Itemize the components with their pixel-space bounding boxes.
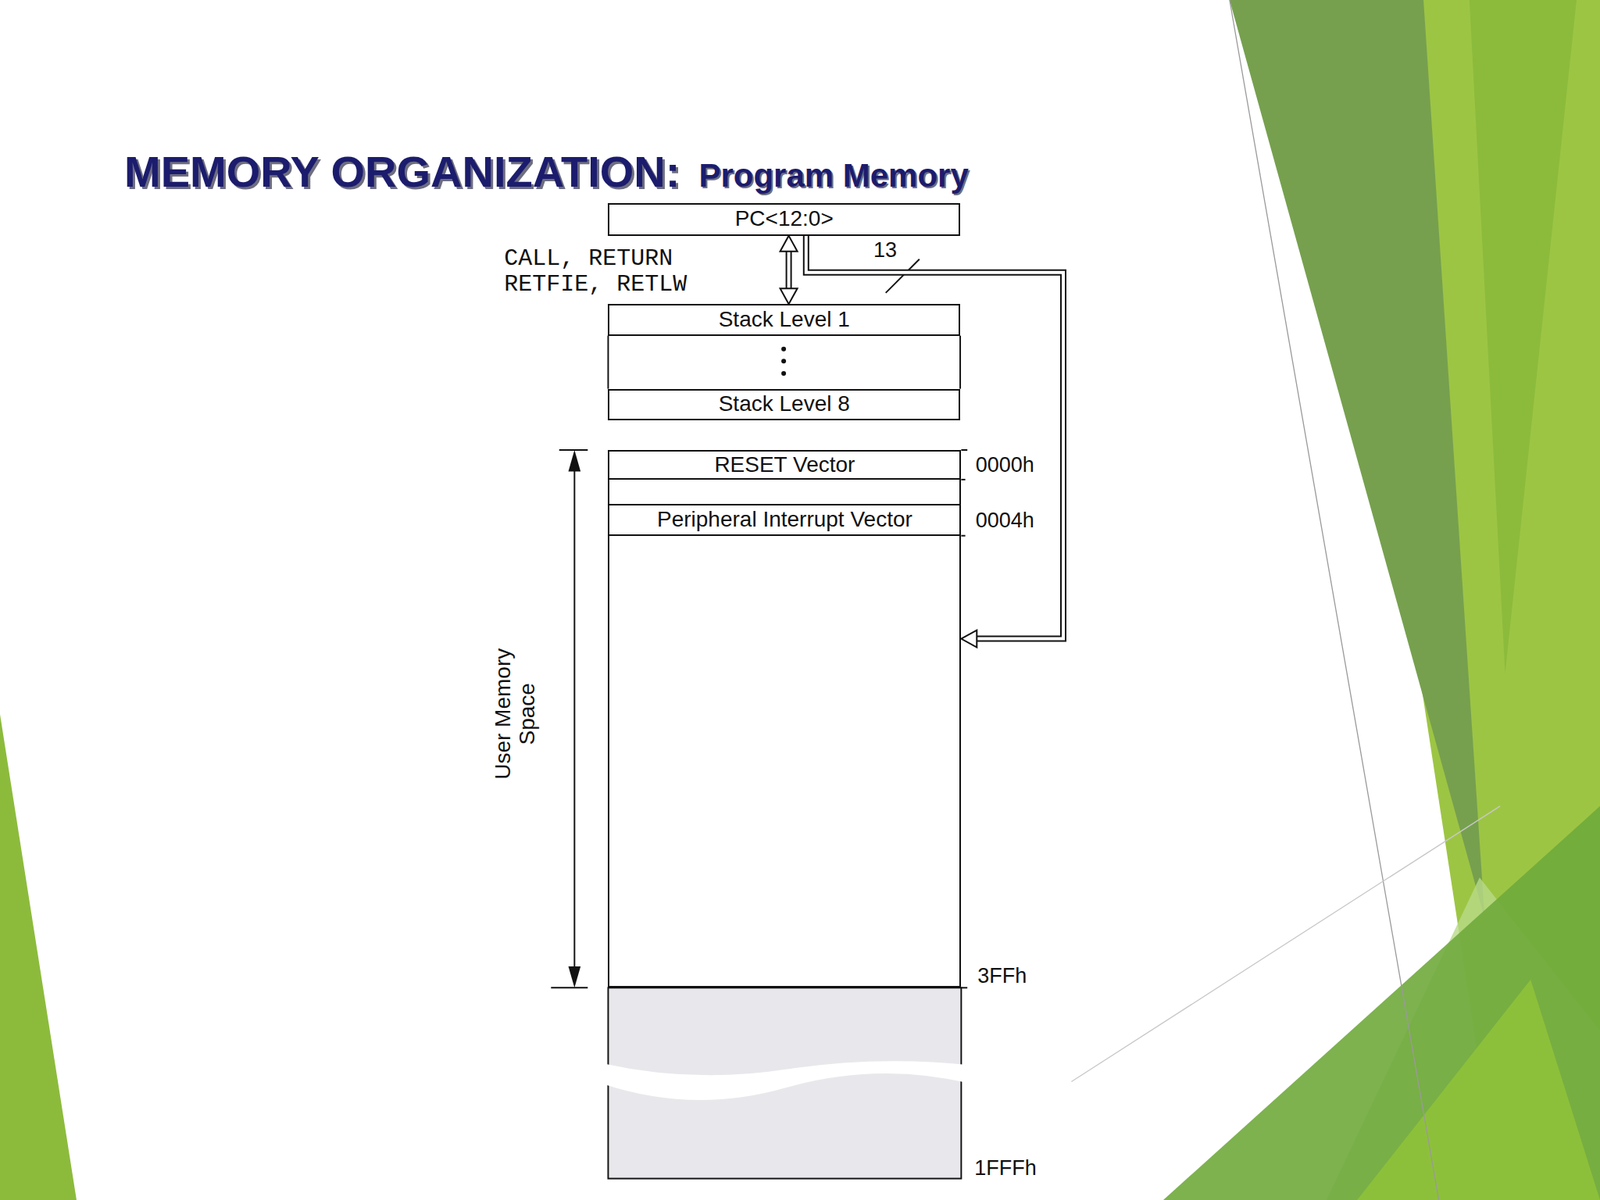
bus-width-label: 13 <box>873 239 897 263</box>
box-label: Stack Level 1 <box>718 307 850 333</box>
region-label: User Memory Space <box>491 639 540 789</box>
box-label: Peripheral Interrupt Vector <box>657 507 913 533</box>
span-tick <box>559 449 589 451</box>
box-label: RESET Vector <box>714 453 855 478</box>
vector-box: RESET Vector <box>609 450 960 480</box>
stack-level-box: Stack Level 1 <box>607 303 961 336</box>
ellipsis-dot <box>781 346 786 352</box>
title-bar: MEMORY ORGANIZATION: Program Memory <box>124 146 969 197</box>
bus-width-slash <box>885 259 920 293</box>
green-band <box>1469 0 1577 674</box>
span-arrowhead <box>568 966 582 988</box>
slide-title: MEMORY ORGANIZATION: <box>124 146 680 197</box>
address-tick <box>960 535 965 537</box>
double-arrow <box>780 235 798 305</box>
thin-line <box>1229 0 1440 1200</box>
address-label: 3FFh <box>977 964 1027 989</box>
span-bracket <box>573 460 575 977</box>
stack-border <box>959 335 961 390</box>
stack-border <box>607 335 609 390</box>
register-box: PC<12:0> <box>607 203 961 236</box>
break-mark <box>602 1060 972 1100</box>
bus-outline <box>785 250 793 291</box>
address-label: 1FFFh <box>974 1157 1037 1181</box>
green-band <box>0 714 77 1200</box>
span-tick <box>550 986 588 989</box>
thin-line <box>1071 806 1500 1083</box>
address-tick <box>960 478 965 481</box>
hollow-arrowhead <box>960 630 977 648</box>
vector-box: Peripheral Interrupt Vector <box>609 503 960 536</box>
green-band <box>1357 979 1600 1200</box>
address-label: 0004h <box>975 509 1035 533</box>
hollow-arrowhead <box>780 235 798 252</box>
green-band <box>1163 806 1600 1200</box>
address-label: 0000h <box>975 453 1035 478</box>
box-label: Stack Level 8 <box>718 392 850 417</box>
stack-level-box: Stack Level 8 <box>607 389 961 421</box>
bus-inner <box>787 250 791 291</box>
hollow-arrowhead <box>780 288 798 304</box>
ellipsis-dot <box>781 358 786 364</box>
green-band <box>1229 0 1486 919</box>
address-tick <box>960 449 968 451</box>
address-tick <box>960 986 968 989</box>
memory-region: User Memory SpaceRESET VectorPeripheral … <box>607 450 961 988</box>
ellipsis-dot <box>781 371 786 376</box>
instruction-label: CALL, RETURN RETFIE, RETLW <box>503 246 694 298</box>
span-arrowhead <box>568 450 582 472</box>
slide-subtitle: Program Memory <box>698 157 968 195</box>
box-label: PC<12:0> <box>735 207 834 232</box>
